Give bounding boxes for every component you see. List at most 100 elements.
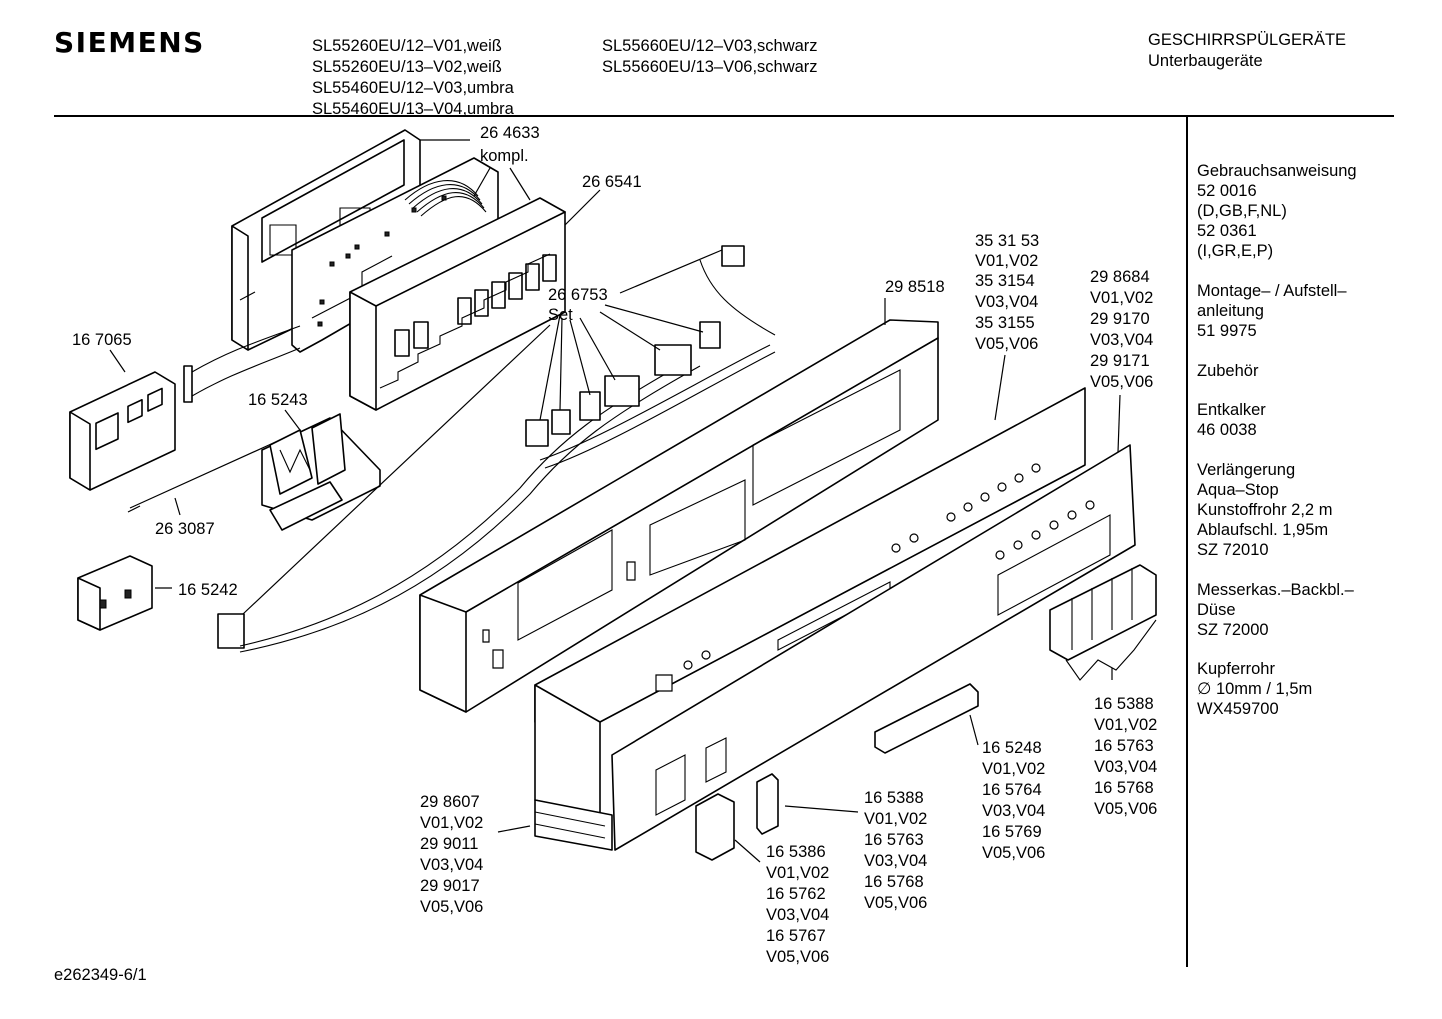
button-cap-small[interactable] bbox=[757, 774, 778, 834]
label-line: 29 8684 bbox=[1090, 268, 1150, 286]
label-line: 16 5768 bbox=[1094, 779, 1154, 797]
label-line: V01,V02 bbox=[864, 810, 928, 828]
label-line: 29 8518 bbox=[885, 278, 945, 296]
label-line: V01,V02 bbox=[982, 760, 1046, 778]
label-line: 35 3154 bbox=[975, 272, 1035, 290]
sidebar-line: Entkalker bbox=[1197, 401, 1266, 419]
sidebar-line: Gebrauchsanweisung bbox=[1197, 162, 1357, 180]
sidebar-line: Verlängerung bbox=[1197, 461, 1296, 479]
brand-logo: SIEMENS bbox=[54, 26, 205, 59]
label-line: 16 5763 bbox=[864, 831, 924, 849]
label-line: V03,V04 bbox=[864, 852, 928, 870]
model-line: SL55260EU/12–V01,weiß bbox=[312, 37, 502, 55]
label-line: 29 8607 bbox=[420, 793, 480, 811]
label-line: 16 5388 bbox=[864, 789, 924, 807]
sidebar-line: SZ 72010 bbox=[1197, 541, 1269, 559]
label-line: V05,V06 bbox=[1094, 800, 1158, 818]
sidebar-line: 52 0361 bbox=[1197, 222, 1257, 240]
label-line: 16 5769 bbox=[982, 823, 1042, 841]
label-line: 16 7065 bbox=[72, 331, 132, 349]
model-line: SL55460EU/12–V03,umbra bbox=[312, 79, 514, 97]
program-keys[interactable] bbox=[1050, 565, 1156, 680]
label-line: V01,V02 bbox=[420, 814, 484, 832]
label-line: 35 31 53 bbox=[975, 232, 1040, 250]
sidebar-line: WX459700 bbox=[1197, 700, 1279, 718]
sidebar-line: Kupferrohr bbox=[1197, 660, 1275, 678]
sidebar-line: Aqua–Stop bbox=[1197, 481, 1279, 499]
label-line: kompl. bbox=[480, 147, 529, 165]
label-line: V01,V02 bbox=[766, 864, 830, 882]
label-line: 26 6541 bbox=[582, 173, 642, 191]
panel-foot-stack[interactable] bbox=[535, 800, 612, 850]
label-line: 16 5388 bbox=[1094, 695, 1154, 713]
sidebar-line: (D,GB,F,NL) bbox=[1197, 202, 1287, 220]
control-panel-frame[interactable] bbox=[420, 320, 938, 712]
sidebar-line: Montage– / Aufstell– bbox=[1197, 282, 1347, 300]
switch-bracket[interactable] bbox=[262, 414, 380, 530]
label-line: 16 5767 bbox=[766, 927, 826, 945]
sidebar-line: Ablaufschl. 1,95m bbox=[1197, 521, 1329, 539]
label-line: V01,V02 bbox=[1094, 716, 1158, 734]
header-rule bbox=[54, 115, 1394, 117]
control-unit[interactable] bbox=[350, 198, 565, 410]
sidebar-divider bbox=[1186, 117, 1188, 967]
model-line: SL55660EU/13–V06,schwarz bbox=[602, 58, 818, 76]
label-line: 16 5243 bbox=[248, 391, 308, 409]
label-line: 29 9171 bbox=[1090, 352, 1150, 370]
power-switch[interactable] bbox=[78, 556, 152, 630]
label-line: V03,V04 bbox=[975, 293, 1039, 311]
label-line: 26 4633 bbox=[480, 124, 540, 142]
label-line: 26 3087 bbox=[155, 520, 215, 538]
label-line: V03,V04 bbox=[766, 906, 830, 924]
category-title: GESCHIRRSPÜLGERÄTE bbox=[1148, 31, 1347, 49]
label-line: 29 9017 bbox=[420, 877, 480, 895]
label-line: 16 5768 bbox=[864, 873, 924, 891]
slider-strip[interactable] bbox=[875, 684, 978, 753]
label-line: V05,V06 bbox=[864, 894, 928, 912]
sidebar-line: 46 0038 bbox=[1197, 421, 1257, 439]
label-line: V05,V06 bbox=[982, 844, 1046, 862]
sidebar-line: 52 0016 bbox=[1197, 182, 1257, 200]
ribbon-cable bbox=[405, 181, 486, 216]
label-line: 29 9170 bbox=[1090, 310, 1150, 328]
label-line: 16 5242 bbox=[178, 581, 238, 599]
sidebar-line: anleitung bbox=[1197, 302, 1264, 320]
display-module[interactable] bbox=[70, 372, 175, 490]
front-panel[interactable] bbox=[612, 445, 1135, 850]
label-line: V03,V04 bbox=[420, 856, 484, 874]
sidebar-line: SZ 72000 bbox=[1197, 621, 1269, 639]
sidebar-line: 51 9975 bbox=[1197, 322, 1257, 340]
label-line: V01,V02 bbox=[1090, 289, 1154, 307]
label-line: V05,V06 bbox=[766, 948, 830, 966]
label-line: 16 5248 bbox=[982, 739, 1042, 757]
sidebar-line: (I,GR,E,P) bbox=[1197, 242, 1274, 260]
label-line: V03,V04 bbox=[1094, 758, 1158, 776]
label-line: 26 6753 bbox=[548, 286, 608, 304]
drawing-id: e262349-6/1 bbox=[54, 966, 147, 984]
label-line: 16 5762 bbox=[766, 885, 826, 903]
label-line: Set bbox=[548, 306, 573, 324]
model-line: SL55460EU/13–V04,umbra bbox=[312, 100, 514, 115]
label-line: V03,V04 bbox=[982, 802, 1046, 820]
label-line: V01,V02 bbox=[975, 252, 1039, 270]
label-line: 16 5386 bbox=[766, 843, 826, 861]
sidebar-line: Zubehör bbox=[1197, 362, 1259, 380]
subcategory-title: Unterbaugeräte bbox=[1148, 52, 1263, 70]
model-line: SL55260EU/13–V02,weiß bbox=[312, 58, 502, 76]
ribbon-connector bbox=[184, 326, 300, 402]
fascia-panel[interactable] bbox=[535, 388, 1085, 815]
label-line: V05,V06 bbox=[420, 898, 484, 916]
leader-lines bbox=[110, 140, 1120, 862]
cable-harness[interactable] bbox=[218, 246, 775, 652]
button-cap-large[interactable] bbox=[696, 794, 734, 860]
label-line: 16 5764 bbox=[982, 781, 1042, 799]
label-line: 35 3155 bbox=[975, 314, 1035, 332]
actuator-rod[interactable] bbox=[128, 440, 280, 512]
model-line: SL55660EU/12–V03,schwarz bbox=[602, 37, 818, 55]
label-line: V03,V04 bbox=[1090, 331, 1154, 349]
sidebar-line: Kunstoffrohr 2,2 m bbox=[1197, 501, 1333, 519]
sidebar-line: Messerkas.–Backbl.– bbox=[1197, 581, 1354, 599]
sidebar-line: Düse bbox=[1197, 601, 1236, 619]
sidebar-line: ∅ 10mm / 1,5m bbox=[1197, 680, 1313, 698]
